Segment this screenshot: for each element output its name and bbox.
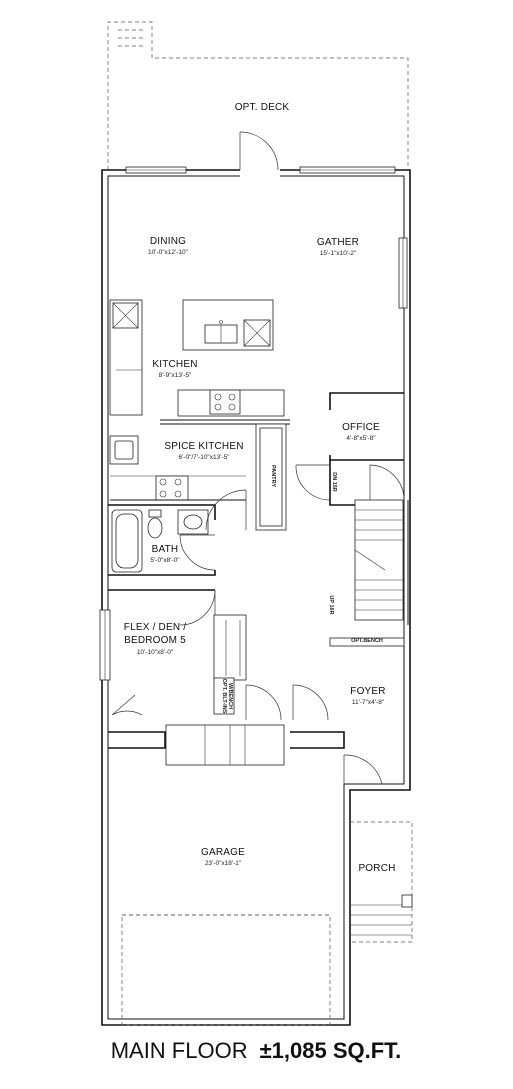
gather-label: GATHER [317, 237, 359, 248]
spice-kitchen [109, 423, 287, 531]
gather-dims: 15'-1"x10'-2" [320, 250, 357, 257]
spice-door [205, 489, 247, 531]
rear-windows [125, 166, 408, 309]
porch [350, 821, 413, 943]
rear-door [239, 131, 279, 171]
spice-kitchen-dims: 6'-0"/7'-10"x13'-5" [178, 454, 230, 461]
dining-dims: 10'-0"x12'-10" [148, 249, 189, 256]
kitchen-counters [109, 299, 290, 425]
flex-label-line2: BEDROOM 5 [124, 635, 186, 646]
porch-label: PORCH [358, 863, 395, 874]
garage-dims: 23'-0"x18'-1" [205, 860, 242, 867]
kitchen-label: KITCHEN [152, 359, 197, 370]
flex-dims: 10'-10"x8'-0" [137, 649, 174, 656]
stair-down-label: DN 15R [331, 472, 337, 492]
stairs [295, 460, 409, 625]
bath-fixtures [108, 504, 216, 576]
foyer-label: FOYER [350, 686, 385, 697]
washer-label-line1: OPT. BLT-INS [221, 679, 227, 714]
garage [121, 914, 331, 1026]
pantry-label: PANTRY [270, 465, 276, 487]
office-label: OFFICE [342, 422, 380, 433]
office-dims: 4'-8"x5'-8" [346, 435, 376, 442]
stair-up-label: UP 16R [328, 595, 334, 614]
spice-kitchen-label: SPICE KITCHEN [164, 441, 243, 452]
floor-area: ±1,085 SQ.FT. [260, 1038, 402, 1063]
washer-label-line2: W/BENCH [227, 683, 233, 709]
garage-label: GARAGE [201, 847, 245, 858]
dining-label: DINING [150, 236, 186, 247]
bath-dims: 5'-0"x8'-0" [150, 557, 180, 564]
flex-label-line1: FLEX / DEN / [124, 622, 186, 633]
kitchen-dims: 8'-9"x13'-5" [159, 372, 192, 379]
floor-title: MAIN FLOOR ±1,085 SQ.FT. [111, 1038, 402, 1063]
deck-label: OPT. DECK [235, 102, 290, 113]
foyer-dims: 11'-7"x4'-8" [352, 699, 385, 706]
bench-label: OPT.BENCH [351, 638, 383, 644]
floor-level: MAIN FLOOR [111, 1038, 248, 1063]
bath-label: BATH [152, 544, 179, 555]
foyer-area [108, 637, 405, 785]
deck-outline [107, 21, 409, 170]
flex-room [99, 589, 247, 716]
